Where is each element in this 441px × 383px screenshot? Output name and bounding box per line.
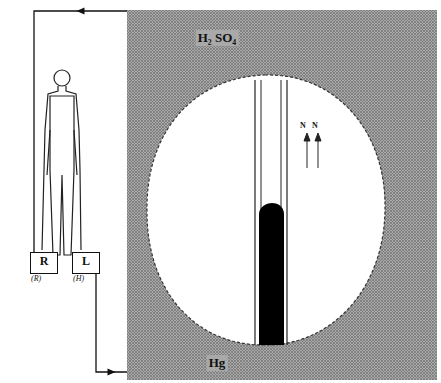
wire-line bbox=[34, 11, 127, 252]
electrode: L(H) bbox=[72, 252, 100, 274]
capillary-tube bbox=[255, 80, 287, 345]
electrode-letter: L bbox=[73, 253, 99, 268]
acid-bath bbox=[127, 10, 437, 380]
current-arrow bbox=[108, 369, 116, 376]
wire bbox=[34, 8, 127, 253]
electrode-sign: (R) bbox=[31, 274, 41, 283]
electrode-sign: (H) bbox=[73, 274, 84, 283]
current-arrow bbox=[77, 8, 85, 15]
mercury-column bbox=[259, 203, 284, 345]
field-label: N bbox=[312, 121, 318, 130]
viewing-window bbox=[147, 75, 385, 345]
wire-line bbox=[96, 274, 127, 372]
mercury-label: Hg bbox=[207, 355, 228, 371]
electrode: R(R) bbox=[30, 252, 58, 274]
acid-label: H₂ SO₄ bbox=[196, 30, 239, 46]
electrode-letter: R bbox=[31, 253, 57, 268]
wire bbox=[96, 274, 127, 376]
direction-arrows bbox=[304, 133, 321, 168]
field-label: N bbox=[300, 121, 306, 130]
acid-vessel: H₂ SO₄ Hg bbox=[127, 10, 437, 380]
human-figure bbox=[42, 70, 81, 255]
